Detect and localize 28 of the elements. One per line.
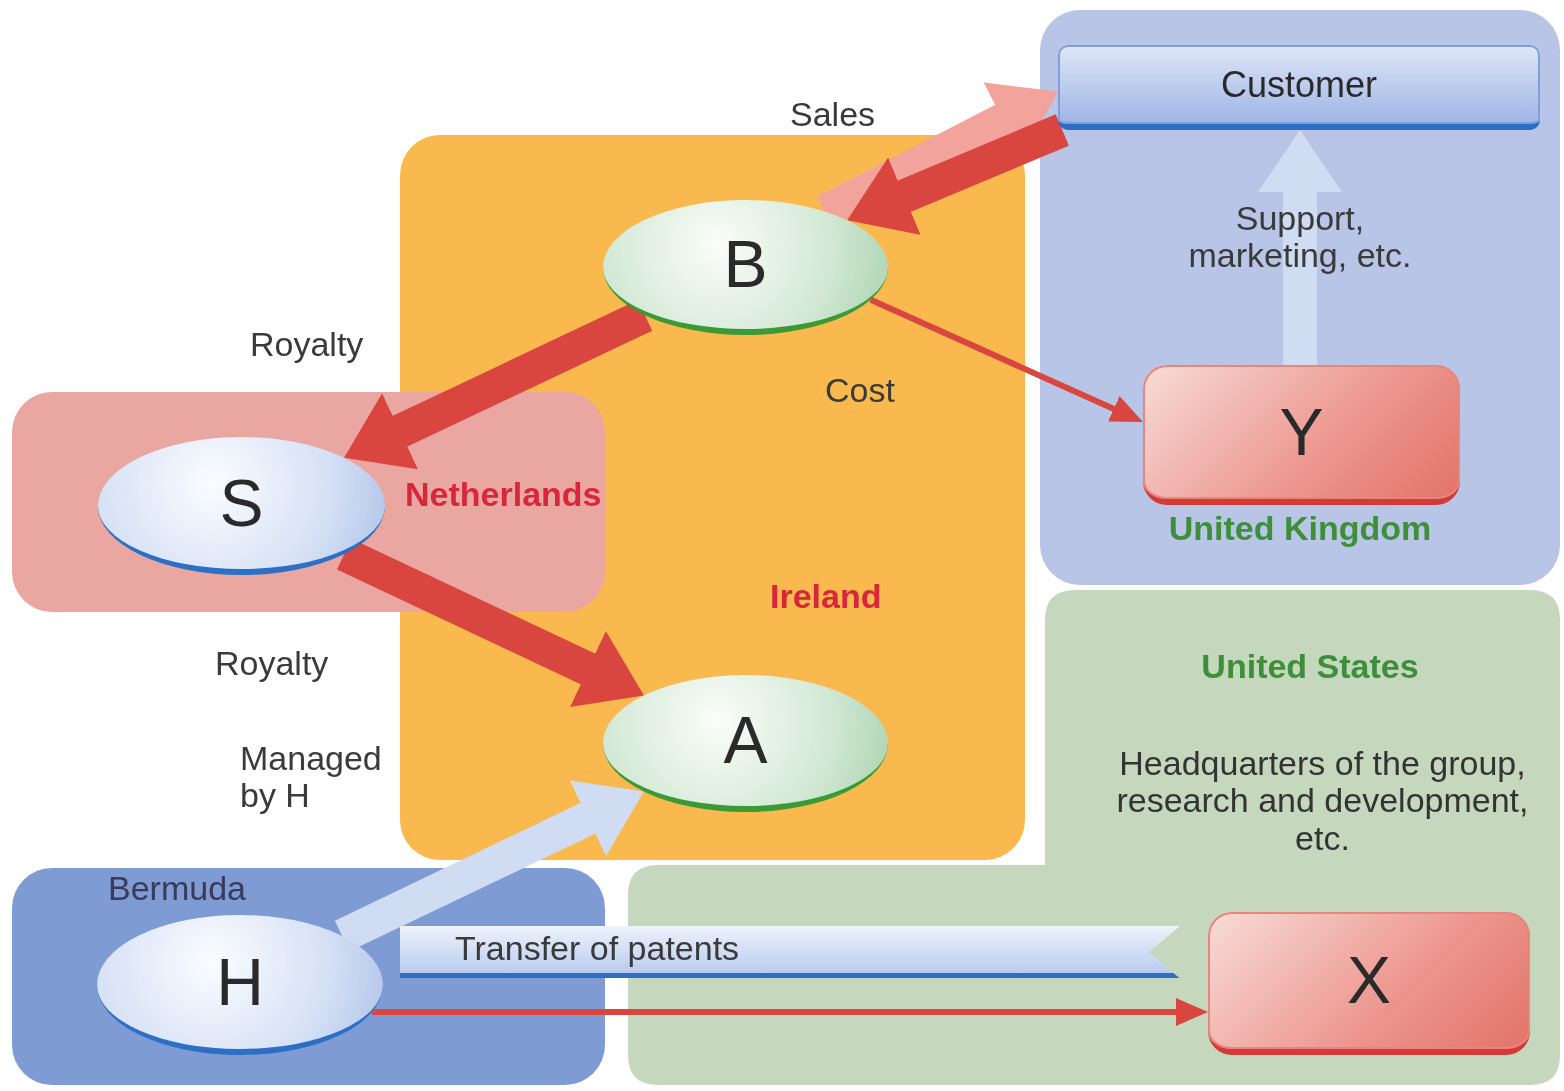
region-label: United States bbox=[1200, 648, 1420, 686]
arrow bbox=[847, 114, 1069, 235]
region-label: Netherlands bbox=[405, 476, 603, 514]
region-panel bbox=[1040, 10, 1560, 585]
region-label: Bermuda bbox=[108, 870, 247, 908]
edge-label: Support, marketing, etc. bbox=[1187, 200, 1413, 275]
description-text: Headquarters of the group, research and development, etc. bbox=[1115, 745, 1530, 858]
arrow bbox=[869, 296, 1143, 422]
edge-label: Royalty bbox=[215, 645, 329, 683]
node-letter: Y bbox=[1279, 395, 1324, 469]
node-letter: B bbox=[723, 228, 768, 301]
edge-label: Cost bbox=[825, 372, 895, 410]
entity-box bbox=[1143, 365, 1460, 505]
node-letter: S bbox=[219, 466, 264, 540]
arrow bbox=[1258, 130, 1342, 365]
banner-label: Transfer of patents bbox=[400, 926, 1180, 979]
customer-box bbox=[1058, 45, 1540, 130]
entity-box bbox=[1208, 912, 1530, 1055]
region-panel bbox=[12, 392, 605, 612]
node-letter: X bbox=[1347, 944, 1391, 1017]
box-label: Customer bbox=[1220, 64, 1377, 105]
node-letter: H bbox=[216, 945, 264, 1019]
region-label: United Kingdom bbox=[1167, 510, 1433, 548]
edge-label: Managed by H bbox=[240, 740, 383, 815]
node-letter: A bbox=[723, 704, 768, 777]
edge-label: Sales bbox=[790, 96, 876, 134]
edge-label: Royalty bbox=[250, 326, 364, 364]
region-label: Ireland bbox=[770, 578, 883, 616]
